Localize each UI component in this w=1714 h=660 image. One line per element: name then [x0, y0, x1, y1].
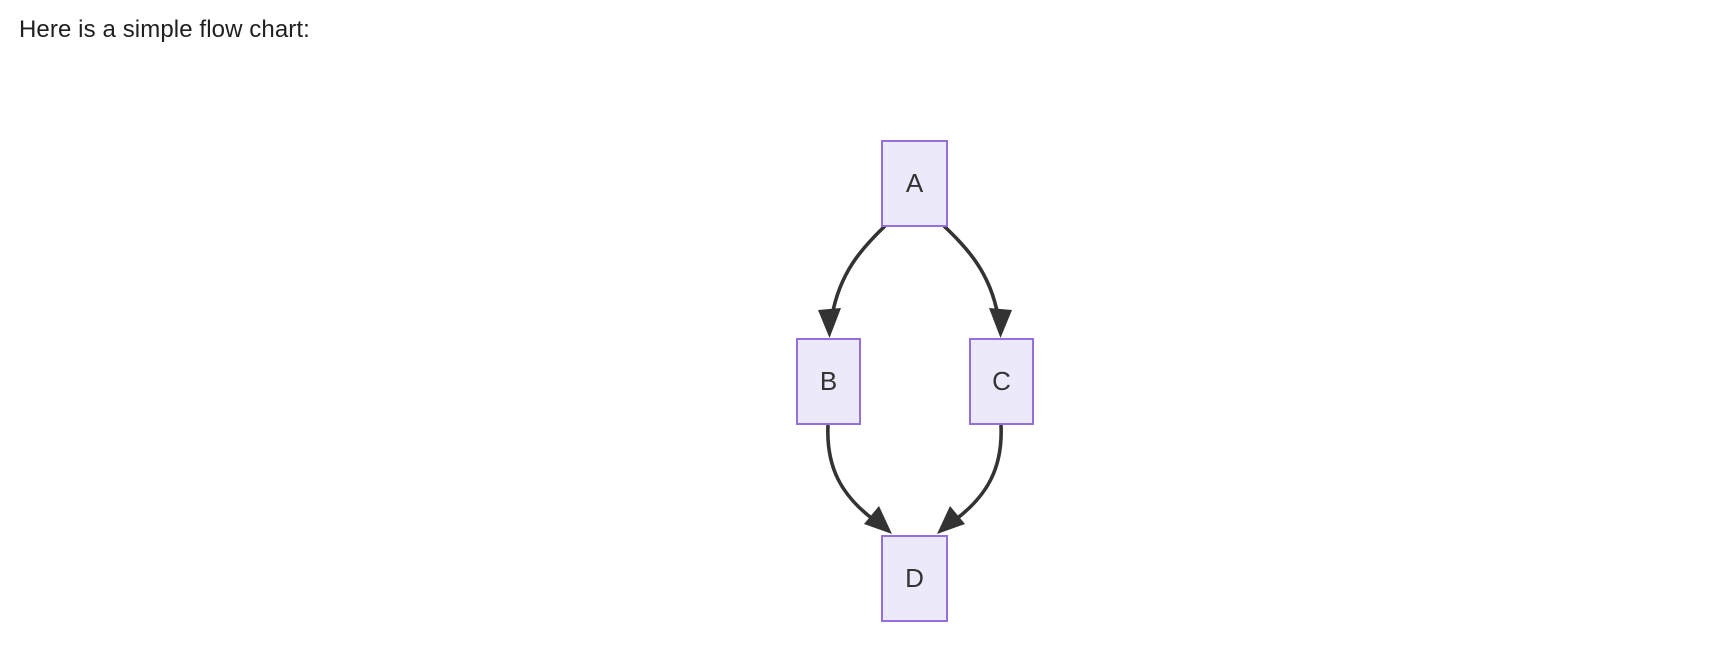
edge-b-to-d — [826, 424, 892, 534]
node-a-label: A — [906, 168, 924, 198]
node-c[interactable]: C — [969, 338, 1034, 425]
intro-text: Here is a simple flow chart: — [19, 16, 310, 43]
edge-b-to-d-arrowhead — [864, 506, 892, 534]
node-c-label: C — [992, 366, 1011, 396]
node-b-label: B — [820, 366, 837, 396]
edge-c-to-d-path — [953, 424, 1003, 522]
node-b[interactable]: B — [796, 338, 861, 425]
edge-c-to-d — [937, 424, 1003, 534]
edge-c-to-d-arrowhead — [937, 506, 965, 534]
edge-a-to-b-arrowhead — [818, 308, 841, 338]
edge-a-to-b — [818, 223, 888, 338]
edge-a-to-c-path — [941, 223, 1000, 317]
node-d[interactable]: D — [881, 535, 948, 622]
node-d-label: D — [905, 563, 924, 593]
node-d-box[interactable] — [881, 535, 948, 622]
node-c-box[interactable] — [969, 338, 1034, 425]
edge-a-to-c — [941, 223, 1012, 338]
node-b-box[interactable] — [796, 338, 861, 425]
node-a[interactable]: A — [881, 140, 948, 227]
node-a-box[interactable] — [881, 140, 948, 227]
edge-a-to-c-arrowhead — [989, 308, 1012, 338]
edge-b-to-d-path — [826, 424, 876, 522]
edge-a-to-b-path — [830, 223, 888, 317]
